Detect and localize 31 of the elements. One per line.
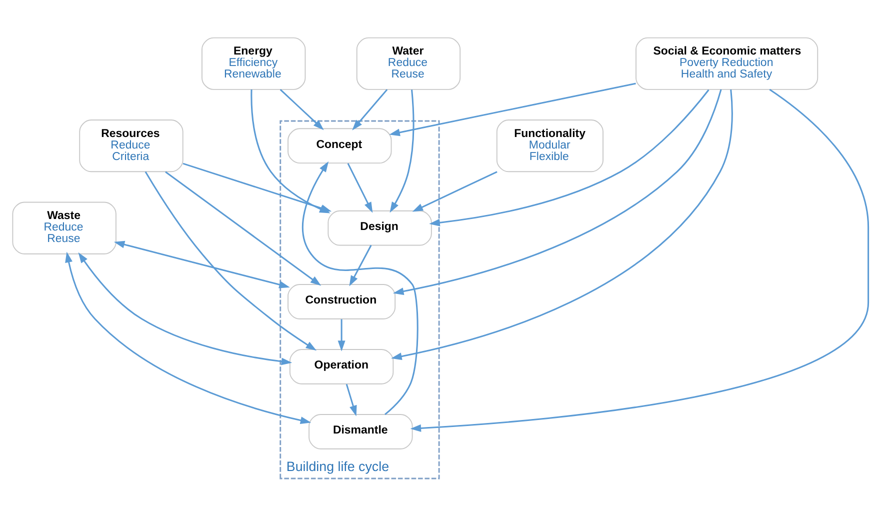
arrow [429,88,710,226]
arrow [390,89,414,212]
arrow [412,170,498,212]
node-box: Waste Reduce Reuse [12,201,116,254]
arrow [78,252,292,365]
arrow [114,240,290,288]
arrow [65,251,312,424]
arrow [144,170,317,350]
node-box: Energy Efficiency Renewable [202,36,306,90]
arrow [389,82,636,136]
arrow [280,88,324,130]
node-box: Construction [288,283,396,319]
node-box: Functionality Modular Flexible [496,119,604,172]
arrow [346,383,357,416]
arrow [392,88,722,295]
arrow [182,162,332,212]
arrow [352,88,388,130]
node-box: Concept [288,128,392,164]
node-box: Design [328,210,432,246]
arrow [391,88,733,360]
node-box: Resources Reduce Criteria [79,119,184,172]
node-box: Water Reduce Reuse [356,36,461,90]
node-box: Operation [289,348,394,384]
arrow [347,162,373,212]
node-box: Social & Economic matters Poverty Reduction Health and Safety [636,36,818,90]
arrow [165,170,322,286]
node-box: Dismantle [308,414,413,449]
arrow [410,88,870,432]
arrow [302,160,418,415]
arrow [349,244,372,286]
arrow [338,318,346,351]
